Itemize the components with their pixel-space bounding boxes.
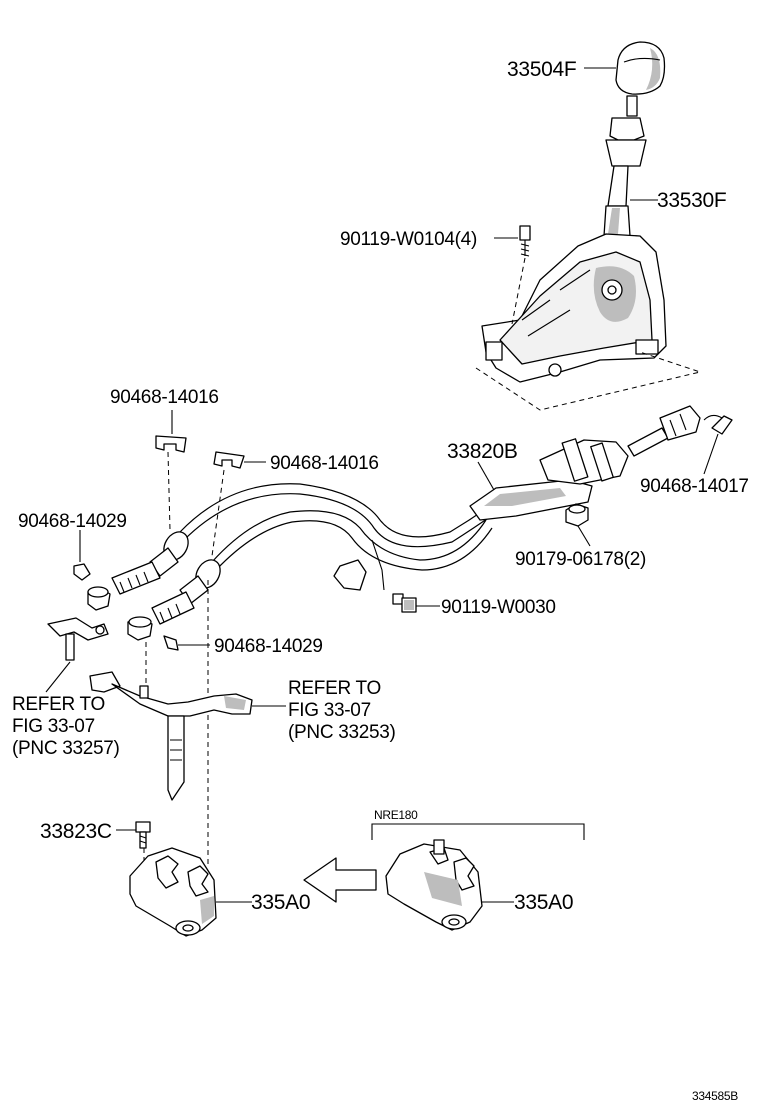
variant-label: NRE180 [374, 808, 418, 822]
label-bracket-right: 335A0 [514, 891, 573, 914]
figure-code: 334585B [692, 1089, 738, 1103]
variant-bracket-line [371, 823, 585, 840]
shift-link-lever[interactable] [47, 617, 109, 661]
lever-bolt[interactable] [519, 225, 531, 257]
label-clip-left-lower: 90468-14029 [214, 636, 323, 657]
shift-lever-housing[interactable] [481, 233, 667, 383]
clip-top-left-guide [167, 451, 171, 531]
bolt-guide-line [511, 257, 526, 325]
leader-clip-right [703, 433, 719, 475]
label-bracket-bolt: 33823C [40, 820, 112, 843]
refer-right-line2: FIG 33-07 [288, 700, 371, 721]
leader-refer-left [45, 661, 71, 693]
shift-lever[interactable] [603, 117, 647, 237]
replacement-arrow [303, 857, 377, 903]
leader-nut [577, 525, 591, 547]
label-knob: 33504F [507, 58, 576, 81]
leader-cable-assy [477, 461, 495, 491]
label-lever: 33530F [657, 189, 726, 212]
refer-left-line3: (PNC 33257) [12, 738, 120, 759]
clip-top-left[interactable] [155, 435, 187, 453]
bracket-bolt[interactable] [135, 821, 151, 849]
bolt-mid[interactable] [392, 593, 417, 613]
nut[interactable] [565, 503, 589, 527]
clip-left-upper[interactable] [73, 563, 91, 581]
clip-right[interactable] [703, 414, 733, 435]
clip-left-lower[interactable] [163, 635, 179, 651]
cable-bracket-left[interactable] [129, 847, 217, 937]
cable-bracket-right[interactable] [385, 839, 483, 931]
selector-shaft[interactable] [89, 671, 253, 801]
label-cable-assy: 33820B [447, 440, 518, 463]
refer-right-line1: REFER TO [288, 678, 381, 699]
shift-knob[interactable] [615, 41, 666, 117]
bushing-upper[interactable] [87, 586, 111, 611]
refer-left-line2: FIG 33-07 [12, 716, 95, 737]
label-clip-top-left: 90468-14016 [110, 387, 219, 408]
label-clip-top-right: 90468-14016 [270, 453, 379, 474]
label-clip-left-upper: 90468-14029 [18, 511, 127, 532]
clip-top-right-guide [211, 469, 225, 557]
bushing-lower[interactable] [127, 616, 153, 641]
label-bracket-left: 335A0 [251, 891, 310, 914]
label-nut: 90179-06178(2) [515, 549, 646, 570]
housing-mount-outline [475, 351, 702, 411]
label-bolt-mid: 90119-W0030 [441, 597, 556, 618]
label-lever-bolt: 90119-W0104(4) [340, 229, 477, 250]
refer-left-line1: REFER TO [12, 694, 105, 715]
refer-right-line3: (PNC 33253) [288, 722, 396, 743]
clip-top-right[interactable] [213, 451, 245, 469]
shift-cable-assembly[interactable] [111, 405, 701, 625]
label-clip-right: 90468-14017 [640, 476, 749, 497]
